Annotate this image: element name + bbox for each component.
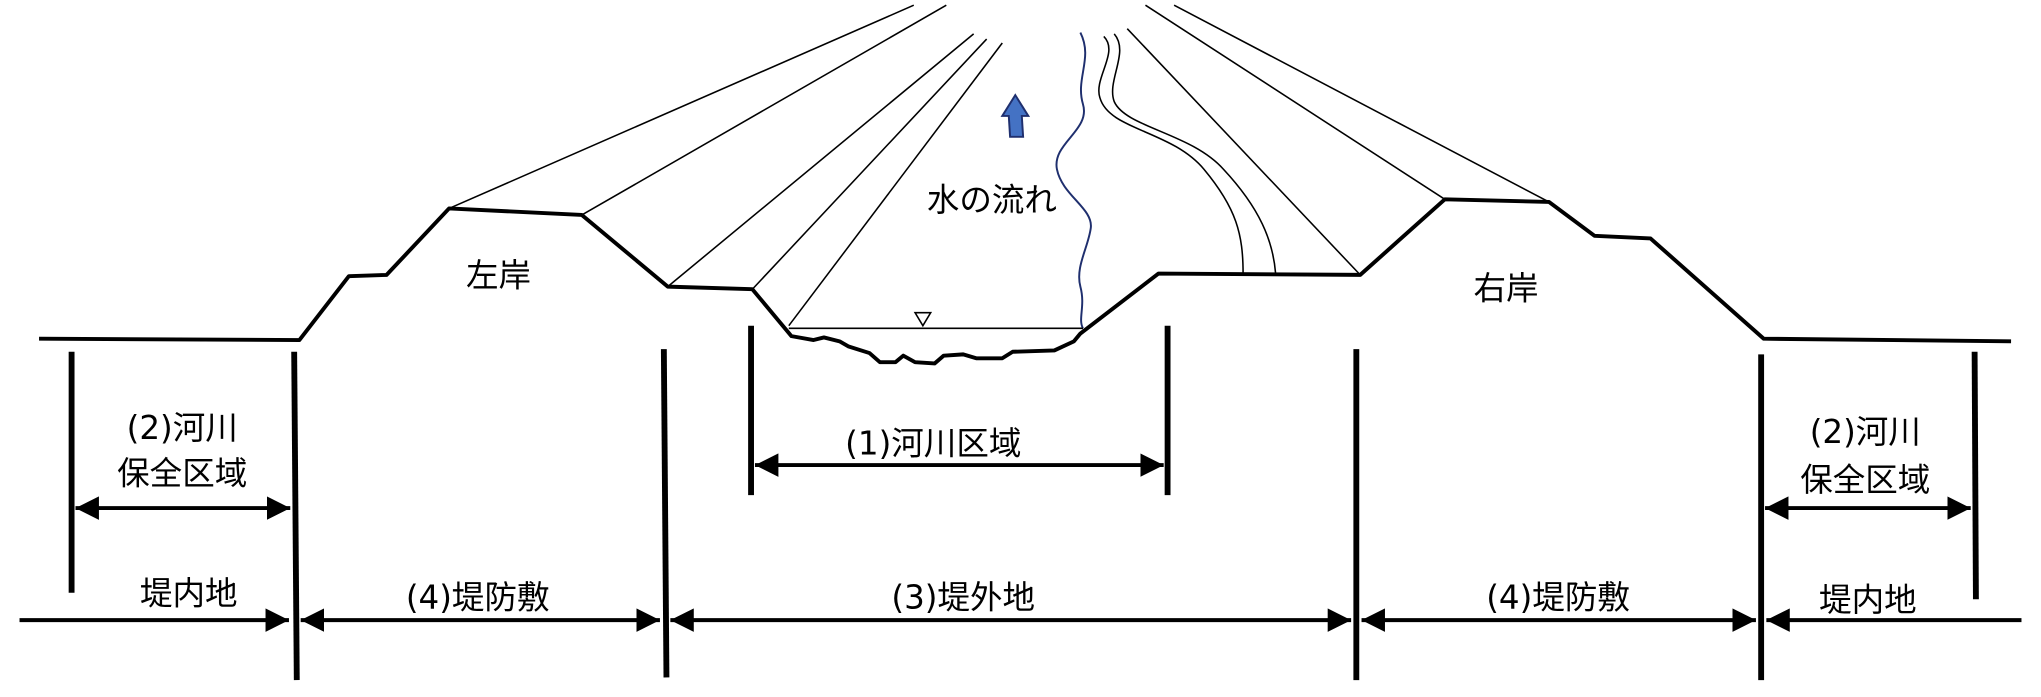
preservation-left-label-2: 保全区域	[117, 455, 247, 493]
levee-right-label: (4)堤防敷	[1486, 578, 1630, 616]
water-flow-label: 水の流れ	[927, 181, 1057, 219]
left-bank-label: 左岸	[466, 257, 531, 295]
preservation-left-label-1: (2)河川	[127, 409, 238, 447]
arrow-up-icon	[1000, 93, 1031, 138]
road-line	[1098, 35, 1244, 274]
right-bank-label: 右岸	[1473, 270, 1538, 308]
perspective-lines	[448, 4, 1550, 327]
dimension-arrows	[19, 453, 2022, 632]
inland-right-label: 堤内地	[1819, 581, 1917, 619]
river-bank-line	[1055, 32, 1092, 329]
preservation-right-label-2: 保全区域	[1800, 461, 1930, 499]
inland-left-label: 堤内地	[140, 574, 238, 612]
triangle-down-icon	[913, 311, 933, 328]
river-area-label: (1)河川区域	[845, 425, 1021, 463]
levee-left-label: (4)堤防敷	[406, 578, 550, 616]
road-line	[1111, 33, 1277, 274]
boundary-bars	[68, 325, 1979, 681]
preservation-right-label-1: (2)河川	[1810, 413, 1921, 451]
riverside-land-label: (3)堤外地	[891, 578, 1035, 616]
ground-profile	[39, 197, 2012, 366]
